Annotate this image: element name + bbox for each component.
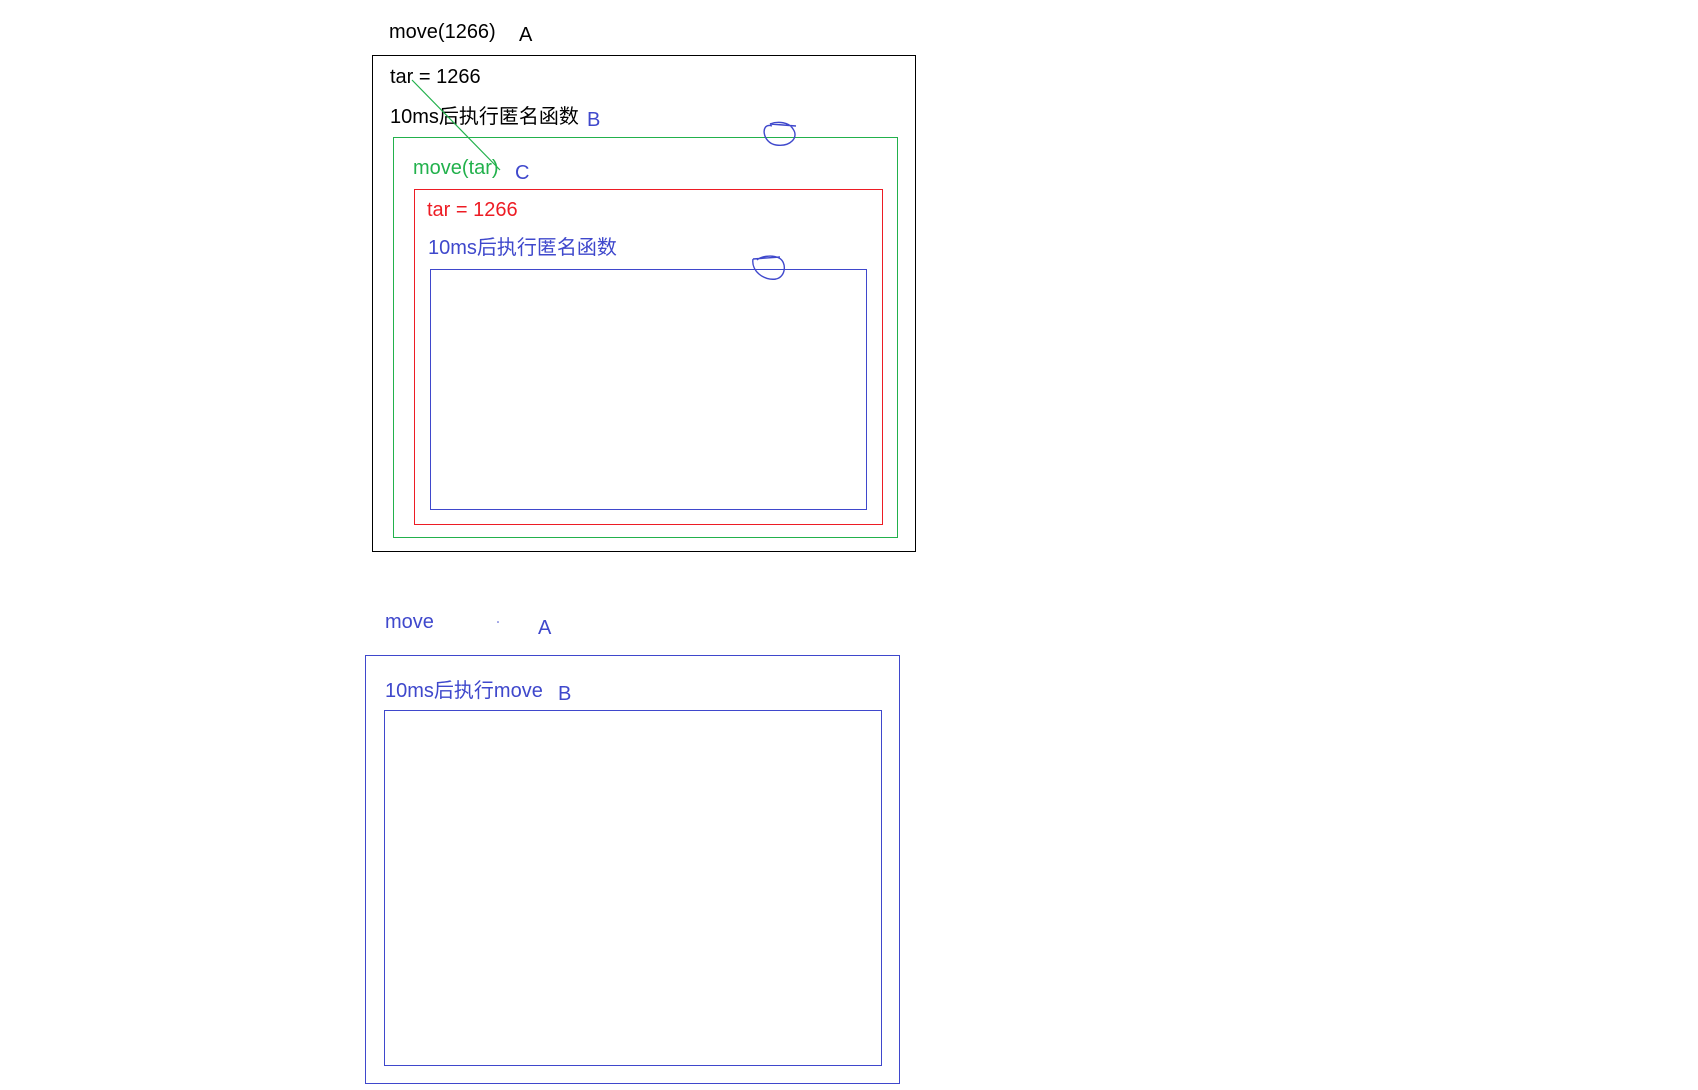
tar-connector-line bbox=[411, 79, 501, 171]
bottom-outer-box bbox=[365, 655, 900, 1084]
top-tag-c: C bbox=[515, 162, 530, 184]
inner-call-label: move(tar) bbox=[413, 157, 499, 179]
scope-d-box bbox=[430, 269, 867, 510]
bottom-tag-a: A bbox=[538, 617, 552, 639]
scribble-circle-inner bbox=[752, 255, 785, 280]
bottom-inner-box bbox=[384, 710, 882, 1066]
top-tar-line: tar = 1266 bbox=[390, 66, 481, 88]
scribble-circle-top bbox=[763, 121, 797, 146]
bottom-call-label: move bbox=[385, 611, 434, 633]
bottom-delay-line: 10ms后执行move bbox=[385, 680, 543, 702]
top-call-label: move(1266) bbox=[389, 21, 496, 43]
scope-b-box bbox=[393, 137, 898, 538]
top-tag-b: B bbox=[587, 109, 601, 131]
stray-dot bbox=[497, 621, 499, 623]
scope-a-box bbox=[372, 55, 916, 552]
top-delay-line: 10ms后执行匿名函数 bbox=[390, 106, 579, 128]
scope-c-box bbox=[414, 189, 883, 525]
inner-delay-line: 10ms后执行匿名函数 bbox=[428, 237, 617, 259]
inner-tar-line: tar = 1266 bbox=[427, 199, 518, 221]
top-tag-a: A bbox=[519, 24, 533, 46]
bottom-tag-b: B bbox=[558, 683, 572, 705]
